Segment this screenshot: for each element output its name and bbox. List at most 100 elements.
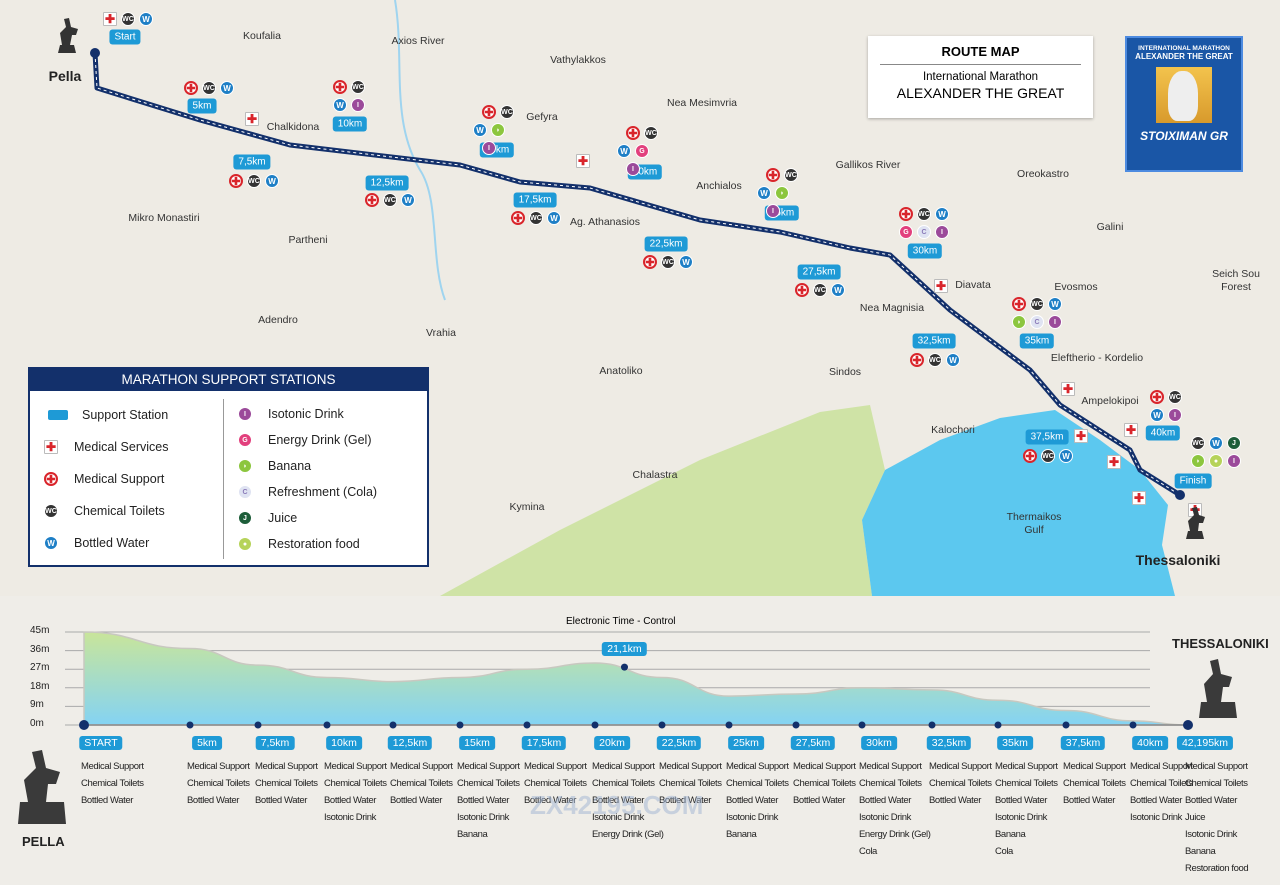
station-label[interactable]: 40km (1132, 736, 1168, 750)
station-point[interactable] (1062, 721, 1070, 729)
station-point[interactable] (79, 720, 89, 730)
service-item: Bottled Water (1063, 795, 1115, 806)
bottled-water-icon: W (220, 81, 234, 95)
km-marker[interactable]: Finish (1174, 473, 1212, 489)
km-marker[interactable]: 35km (1019, 333, 1055, 349)
station-point[interactable] (792, 721, 800, 729)
legend-title: MARATHON SUPPORT STATIONS (30, 369, 427, 391)
station-point[interactable] (389, 721, 397, 729)
service-item: Banana (726, 829, 757, 840)
station-label[interactable]: START (79, 736, 123, 750)
station-point[interactable] (725, 721, 733, 729)
station-label[interactable]: 10km (326, 736, 362, 750)
km-marker[interactable]: 17,5km (513, 192, 557, 208)
km-marker[interactable]: 40km (1145, 425, 1181, 441)
station-point[interactable] (1183, 720, 1193, 730)
service-item: Chemical Toilets (659, 778, 722, 789)
km-marker[interactable]: Start (109, 29, 141, 45)
service-item: Medical Support (324, 761, 387, 772)
station-label[interactable]: 22,5km (656, 736, 702, 750)
service-item: Bottled Water (859, 795, 911, 806)
station-point[interactable] (323, 721, 331, 729)
station-label[interactable]: 20km (594, 736, 630, 750)
station-label[interactable]: 35km (997, 736, 1033, 750)
service-item: Chemical Toilets (929, 778, 992, 789)
station-label[interactable]: 15km (459, 736, 495, 750)
timing-point[interactable] (620, 663, 628, 671)
bottled-water-icon: W (831, 283, 845, 297)
service-item: Bottled Water (524, 795, 576, 806)
station-point[interactable] (858, 721, 866, 729)
station-label[interactable]: 30km (861, 736, 897, 750)
energy-gel-icon: G (899, 225, 913, 239)
statue-icon (58, 18, 78, 53)
km-marker[interactable]: 5km (187, 98, 217, 114)
legend-label: Chemical Toilets (74, 504, 165, 518)
chemical-toilet-icon: WC (1041, 449, 1055, 463)
km-marker[interactable]: 37,5km (1025, 429, 1069, 445)
station-point[interactable] (186, 721, 194, 729)
service-item: Bottled Water (324, 795, 376, 806)
town-label: Chalkidona (266, 121, 320, 133)
service-item: Isotonic Drink (1130, 812, 1182, 823)
station-label[interactable]: 25km (728, 736, 764, 750)
station-label[interactable]: 17,5km (521, 736, 567, 750)
chemical-toilet-icon: WC (1191, 436, 1205, 450)
bottled-water-icon: W (679, 255, 693, 269)
station-label[interactable]: 42,195km (1176, 736, 1234, 750)
km-marker[interactable]: 10km (332, 116, 368, 132)
station-label[interactable]: 5km (192, 736, 222, 750)
station-point[interactable] (456, 721, 464, 729)
station-label[interactable]: 32,5km (926, 736, 972, 750)
km-marker[interactable]: 12,5km (365, 175, 409, 191)
bottled-water-icon: W (44, 536, 58, 550)
station-label[interactable]: 12,5km (387, 736, 433, 750)
town-label: Thermaikos (1006, 511, 1062, 523)
medical-support-icon: ✚ (910, 353, 924, 367)
chemical-toilet-icon: WC (928, 353, 942, 367)
medical-services-icon: ✚ (576, 154, 590, 168)
station-point[interactable] (254, 721, 262, 729)
service-item: Isotonic Drink (592, 812, 644, 823)
km-marker[interactable]: 30km (907, 243, 943, 259)
plain-area (440, 405, 885, 596)
bottled-water-icon: W (617, 144, 631, 158)
station-point[interactable] (994, 721, 1002, 729)
station-label[interactable]: 27,5km (790, 736, 836, 750)
station-label[interactable]: 7,5km (255, 736, 295, 750)
bottled-water-icon: W (1048, 297, 1062, 311)
service-item: Medical Support (659, 761, 722, 772)
station-label[interactable]: 37,5km (1060, 736, 1106, 750)
town-label: Kalochori (931, 424, 975, 436)
station-point[interactable] (591, 721, 599, 729)
km-marker[interactable]: 32,5km (912, 333, 956, 349)
km-marker[interactable]: 7,5km (233, 154, 271, 170)
service-item: Cola (859, 846, 877, 857)
town-label: Mikro Monastiri (128, 212, 200, 224)
station-point[interactable] (658, 721, 666, 729)
chart-title: Electronic Time - Control (566, 616, 676, 627)
start-label: PELLA (22, 834, 65, 849)
station-point[interactable] (1129, 721, 1137, 729)
service-item: Chemical Toilets (1063, 778, 1126, 789)
chemical-toilet-icon: WC (784, 168, 798, 182)
service-item: Bottled Water (929, 795, 981, 806)
medical-services-icon: ✚ (44, 440, 58, 454)
title-box: ROUTE MAP International Marathon ALEXAND… (868, 36, 1093, 118)
station-point[interactable] (928, 721, 936, 729)
watermark: ZX42195.COM (530, 790, 704, 820)
km-marker[interactable]: 27,5km (797, 264, 841, 280)
km-marker[interactable]: 22,5km (644, 236, 688, 252)
station-point[interactable] (523, 721, 531, 729)
support-station-icon (48, 410, 68, 420)
